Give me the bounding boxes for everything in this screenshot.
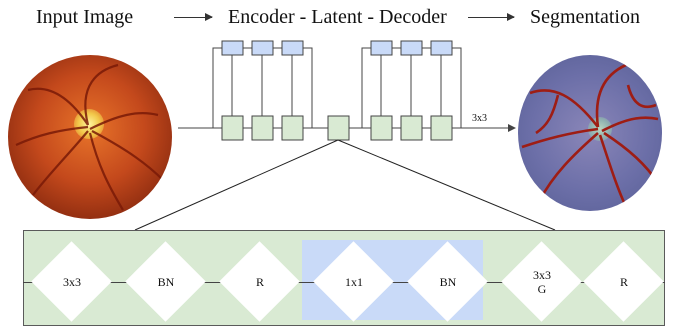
segmentation-title: Segmentation bbox=[530, 6, 640, 28]
layer-conv1x1: 1x1 bbox=[313, 241, 394, 322]
layer-label: BN bbox=[439, 275, 457, 289]
decoder-skip-block-3 bbox=[430, 40, 453, 56]
layer-label: 3x3 G bbox=[533, 268, 551, 296]
decoder-skip-block-2 bbox=[400, 40, 423, 56]
layer-grouped-conv3x3: 3x3 G bbox=[501, 241, 582, 322]
segmented-vessels-graphic bbox=[521, 63, 660, 208]
retina-vessels-graphic bbox=[15, 63, 164, 211]
detail-wire bbox=[297, 282, 317, 283]
decoder-block-1 bbox=[370, 115, 393, 141]
layer-conv3x3: 3x3 bbox=[31, 241, 112, 322]
zoom-line-left bbox=[134, 139, 339, 231]
decoder-block-3 bbox=[430, 115, 453, 141]
layer-relu-1: R bbox=[219, 241, 300, 322]
input-image-title: Input Image bbox=[36, 6, 134, 28]
detail-wire-start bbox=[23, 282, 35, 283]
architecture-title: Encoder - Latent - Decoder bbox=[228, 6, 447, 28]
encoder-skip-block-2 bbox=[251, 40, 274, 56]
retina-input-image bbox=[8, 55, 172, 219]
decoder-skip-block-1 bbox=[370, 40, 393, 56]
layer-label: 1x1 bbox=[345, 275, 363, 289]
layer-batchnorm-1: BN bbox=[125, 241, 206, 322]
segmentation-output-image bbox=[518, 55, 662, 211]
encoder-block-1 bbox=[221, 115, 244, 141]
header-arrow-1 bbox=[174, 13, 213, 21]
encoder-block-2 bbox=[251, 115, 274, 141]
encoder-skip-block-3 bbox=[281, 40, 304, 56]
latent-block bbox=[327, 115, 350, 141]
detail-wire bbox=[485, 282, 505, 283]
zoom-line-right bbox=[337, 139, 556, 231]
layer-label: 3x3 bbox=[63, 275, 81, 289]
encoder-block-3 bbox=[281, 115, 304, 141]
decoder-block-2 bbox=[400, 115, 423, 141]
header-arrow-2 bbox=[468, 13, 515, 21]
output-kernel-label: 3x3 bbox=[472, 113, 487, 124]
detail-wire bbox=[203, 282, 223, 283]
layer-batchnorm-2: BN bbox=[407, 241, 488, 322]
layer-label: BN bbox=[157, 275, 175, 289]
layer-label: R bbox=[619, 275, 628, 289]
encoder-skip-block-1 bbox=[221, 40, 244, 56]
detail-wire bbox=[391, 282, 411, 283]
layer-relu-2: R bbox=[583, 241, 664, 322]
layer-label: R bbox=[255, 275, 264, 289]
detail-wire bbox=[109, 282, 129, 283]
